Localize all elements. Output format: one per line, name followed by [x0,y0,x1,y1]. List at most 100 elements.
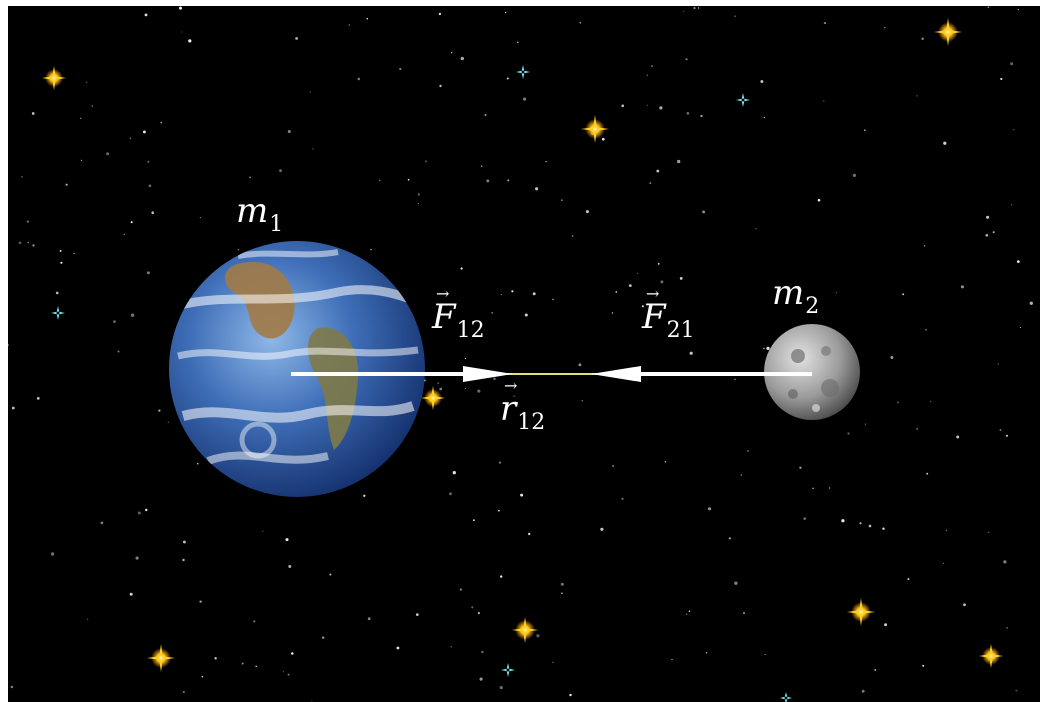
tiny-star [287,129,291,134]
tiny-star [438,12,442,16]
tiny-star [615,291,618,293]
tiny-star [26,220,30,223]
tiny-star [536,634,540,638]
tiny-star [943,141,947,145]
tiny-star [1019,326,1022,329]
tiny-star [439,84,442,88]
tiny-star [481,650,484,654]
tiny-star [160,121,163,124]
tiny-star [407,178,410,181]
force-arrow-f12 [291,366,513,382]
tiny-star [151,211,154,214]
tiny-star [646,74,649,76]
tiny-star [464,387,466,389]
tiny-star [874,668,877,671]
tiny-star [437,382,440,384]
tiny-star [600,527,604,531]
tiny-star [500,575,503,578]
tiny-star [73,252,75,255]
tiny-star [764,653,766,656]
tiny-star [451,52,453,54]
tiny-star [491,311,494,314]
tiny-star [32,244,35,247]
tiny-star [55,291,59,295]
tiny-star [916,428,918,430]
tiny-star [479,677,483,681]
force-arrow-f21 [591,366,812,382]
tiny-star [460,56,464,61]
tiny-star [740,474,742,476]
tiny-star [664,461,667,463]
tiny-star [812,487,814,490]
tiny-star [561,592,563,594]
tiny-star [649,182,652,185]
tiny-star [734,15,736,17]
tiny-star [311,700,313,702]
tiny-star [484,113,487,117]
tiny-star [464,357,466,359]
yellow-star [934,18,962,46]
yellow-star [512,617,538,643]
tiny-star [766,346,770,351]
label-f21: F21 [642,286,695,342]
tiny-star [997,363,999,365]
tiny-star [999,429,1002,431]
tiny-star [477,611,481,615]
tiny-star [147,160,150,163]
tiny-star [685,58,688,61]
tiny-star [864,423,866,425]
tiny-star [1006,627,1008,629]
tiny-star [424,160,427,163]
tiny-star [460,267,463,270]
tiny-star [621,104,625,108]
tiny-star [763,347,765,350]
tiny-star [581,400,583,402]
tiny-star [87,618,89,620]
tiny-star [985,233,989,237]
tiny-star [499,686,503,690]
tiny-star [182,540,186,544]
tiny-star [158,409,161,412]
tiny-star [498,461,502,464]
tiny-star [506,77,509,80]
tiny-star [611,312,614,314]
tiny-star [504,11,507,14]
tiny-star [902,293,905,296]
tiny-star [747,450,749,452]
tiny-star [859,522,862,525]
tiny-star [659,106,663,110]
tiny-star [91,105,93,107]
tiny-star [861,689,865,693]
tiny-star [571,235,574,237]
tiny-star [396,646,400,650]
tiny-star [760,80,764,83]
tiny-star [253,620,256,623]
tiny-star [686,111,690,115]
tiny-star [50,552,55,556]
tiny-star [743,612,745,614]
tiny-star [868,524,872,528]
tiny-star [700,114,703,118]
tiny-star [578,363,582,367]
tiny-star [960,285,964,289]
tiny-star [181,31,183,33]
tiny-star [415,613,419,616]
tiny-star [399,67,402,71]
tiny-star [262,530,264,532]
tiny-star [199,600,202,603]
tiny-star [249,176,252,179]
tiny-star [459,588,462,591]
tiny-star [685,613,688,616]
tiny-star [291,652,294,655]
tiny-star-field [8,6,1033,702]
tiny-star [137,511,141,515]
tiny-star [963,603,966,607]
tiny-star [535,187,539,191]
tiny-star [285,538,289,542]
tiny-star [637,272,639,274]
tiny-star [1005,434,1009,437]
tiny-star [763,116,765,119]
cyan-star [736,93,750,107]
tiny-star [835,292,837,294]
tiny-star [85,81,88,84]
